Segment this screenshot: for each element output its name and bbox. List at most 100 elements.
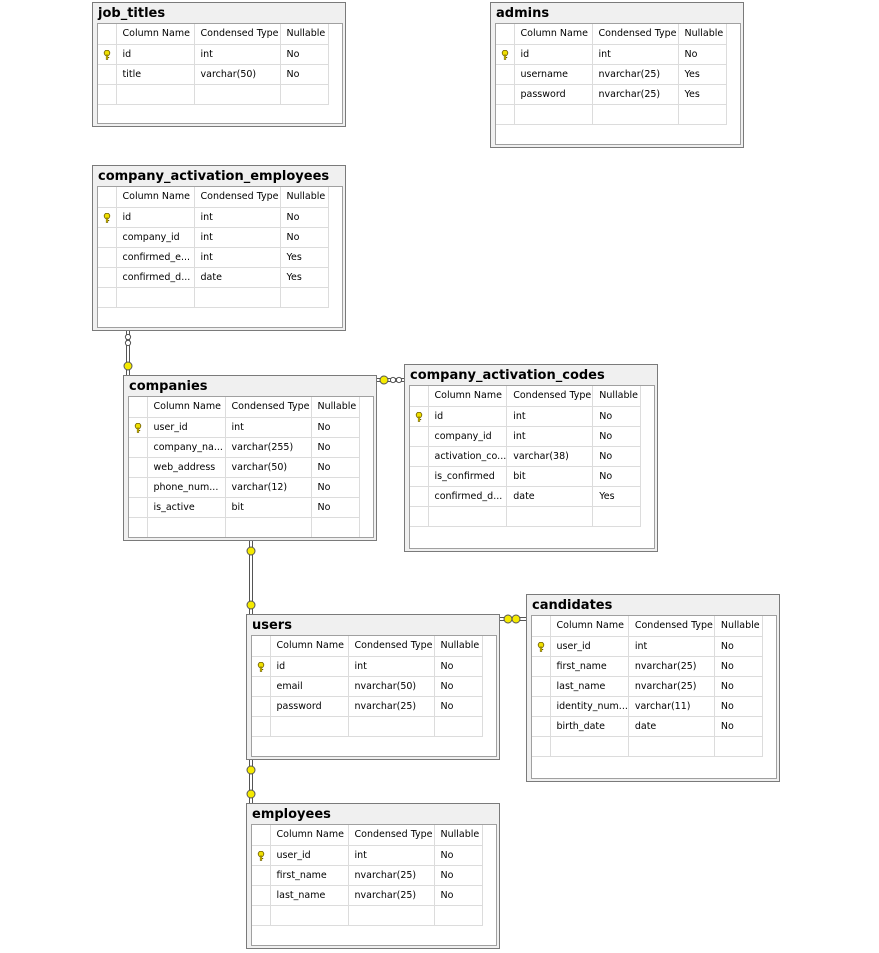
- row-selector[interactable]: [129, 477, 148, 498]
- empty-cell[interactable]: [428, 506, 508, 527]
- empty-cell[interactable]: [550, 736, 629, 757]
- empty-cell[interactable]: [514, 104, 593, 125]
- row-selector[interactable]: [129, 417, 148, 438]
- condensed-type-header[interactable]: Condensed Type: [194, 24, 281, 45]
- row-selector[interactable]: [496, 104, 515, 125]
- condensed-type-header[interactable]: Condensed Type: [506, 386, 594, 407]
- new-row[interactable]: [532, 736, 763, 757]
- empty-cell[interactable]: [348, 905, 435, 926]
- row-selector[interactable]: [532, 676, 551, 697]
- rel-companies-cac[interactable]: [377, 378, 404, 382]
- row-selector[interactable]: [496, 84, 515, 105]
- row-selector[interactable]: [98, 267, 117, 288]
- new-row[interactable]: [252, 716, 483, 737]
- empty-cell[interactable]: [280, 84, 329, 105]
- empty-cell[interactable]: [348, 716, 435, 737]
- row-selector[interactable]: [496, 44, 515, 65]
- row-selector[interactable]: [532, 636, 551, 657]
- row-selector[interactable]: [129, 497, 148, 518]
- empty-cell[interactable]: [116, 287, 195, 308]
- row-selector[interactable]: [252, 905, 271, 926]
- nullable-header[interactable]: Nullable: [434, 825, 483, 846]
- empty-cell[interactable]: [628, 736, 715, 757]
- empty-cell[interactable]: [434, 905, 483, 926]
- condensed-type-header[interactable]: Condensed Type: [348, 636, 435, 657]
- nullable-header[interactable]: Nullable: [311, 397, 360, 418]
- empty-cell[interactable]: [592, 506, 642, 527]
- rel-users-candidates[interactable]: [500, 617, 526, 621]
- empty-cell[interactable]: [270, 716, 349, 737]
- table-row[interactable]: identity_num...varchar(11)No: [532, 696, 763, 717]
- rel-cae-companies[interactable]: [126, 331, 130, 375]
- row-selector[interactable]: [532, 736, 551, 757]
- nullable-header[interactable]: Nullable: [280, 187, 329, 208]
- row-selector[interactable]: [98, 207, 117, 228]
- row-selector[interactable]: [252, 716, 271, 737]
- column-name-header[interactable]: Column Name: [147, 397, 226, 418]
- table-row[interactable]: phone_num...varchar(12)No: [129, 477, 360, 498]
- new-row[interactable]: [252, 905, 483, 926]
- column-name-header[interactable]: Column Name: [428, 386, 508, 407]
- column-name-header[interactable]: Column Name: [514, 24, 593, 45]
- column-name-header[interactable]: Column Name: [270, 636, 349, 657]
- row-selector[interactable]: [410, 486, 429, 507]
- row-selector[interactable]: [410, 446, 429, 467]
- condensed-type-header[interactable]: Condensed Type: [348, 825, 435, 846]
- empty-cell[interactable]: [592, 104, 679, 125]
- nullable-header[interactable]: Nullable: [714, 616, 763, 637]
- new-row[interactable]: [98, 84, 329, 105]
- row-selector[interactable]: [252, 656, 271, 677]
- empty-cell[interactable]: [506, 506, 594, 527]
- empty-cell[interactable]: [678, 104, 727, 125]
- nullable-header[interactable]: Nullable: [592, 386, 642, 407]
- new-row[interactable]: [496, 104, 727, 125]
- empty-cell[interactable]: [194, 84, 281, 105]
- row-selector[interactable]: [129, 457, 148, 478]
- row-selector[interactable]: [532, 656, 551, 677]
- new-row[interactable]: [129, 517, 360, 537]
- column-name-header[interactable]: Column Name: [116, 24, 195, 45]
- row-selector[interactable]: [252, 865, 271, 886]
- condensed-type-header[interactable]: Condensed Type: [592, 24, 679, 45]
- empty-cell[interactable]: [225, 517, 312, 537]
- row-selector[interactable]: [252, 676, 271, 697]
- row-selector[interactable]: [98, 287, 117, 308]
- empty-cell[interactable]: [194, 287, 281, 308]
- row-selector[interactable]: [98, 84, 117, 105]
- empty-cell[interactable]: [280, 287, 329, 308]
- row-selector[interactable]: [532, 716, 551, 737]
- column-name-header[interactable]: Column Name: [116, 187, 195, 208]
- empty-cell[interactable]: [116, 84, 195, 105]
- nullable-header[interactable]: Nullable: [434, 636, 483, 657]
- row-selector[interactable]: [252, 845, 271, 866]
- row-selector[interactable]: [410, 426, 429, 447]
- empty-cell[interactable]: [311, 517, 360, 537]
- rel-users-employees[interactable]: [249, 760, 253, 803]
- row-selector[interactable]: [532, 696, 551, 717]
